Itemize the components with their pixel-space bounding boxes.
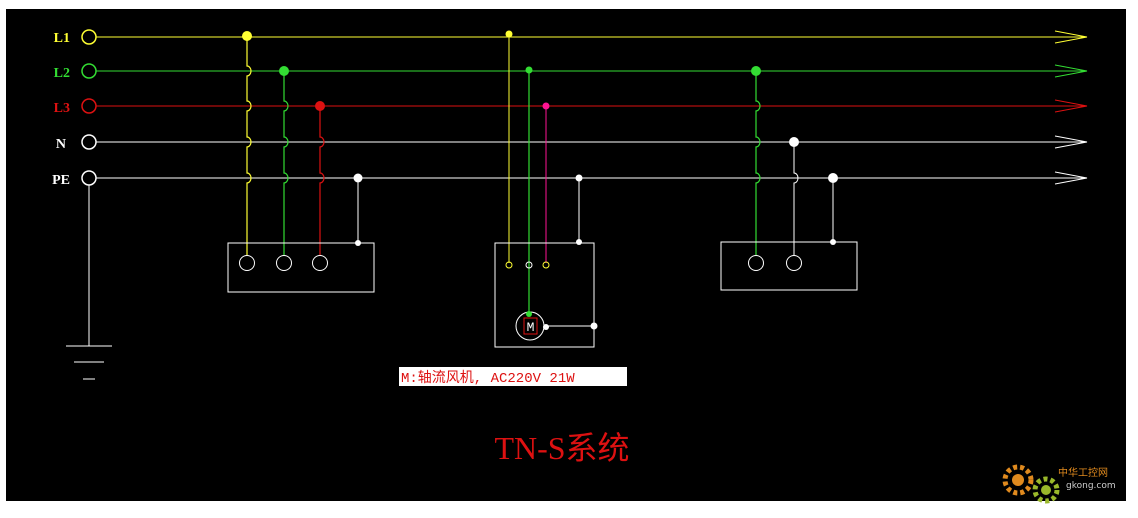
label-n: N	[56, 137, 66, 152]
junction-l2-fan	[525, 66, 533, 74]
drop-l2-load1	[283, 71, 289, 255]
load3-box	[720, 241, 858, 291]
label-pe: PE	[52, 173, 70, 188]
arrow-l1	[1054, 30, 1088, 44]
fan-box	[494, 242, 595, 348]
bus-arrows	[1054, 30, 1088, 185]
diagram-background	[6, 9, 1126, 501]
load-fan: M	[494, 30, 598, 348]
junction-pe-load1	[353, 173, 363, 183]
load1-terminal-l1	[239, 255, 255, 271]
fan-terminal-l3	[542, 261, 550, 269]
fan-terminal-l2	[525, 261, 533, 269]
arrow-l2	[1054, 64, 1088, 78]
junction-l3-fan	[542, 102, 550, 110]
fan-terminal-l1	[505, 261, 513, 269]
junction-pe-fan	[575, 174, 583, 182]
arrow-pe	[1054, 171, 1088, 185]
load1-terminal-l2	[276, 255, 292, 271]
line-labels: L1 L2 L3 N PE	[52, 31, 70, 188]
gear-icon	[1002, 464, 1034, 496]
watermark-line1: 中华工控网	[1058, 466, 1108, 479]
label-l2: L2	[54, 66, 70, 81]
junction-n-load3	[789, 137, 799, 147]
load1-box	[227, 242, 375, 293]
ground-connection	[66, 185, 112, 380]
motor-label-box	[523, 317, 538, 335]
fan-note: M:轴流风机, AC220V 21W	[401, 370, 575, 387]
junction-l1-load1	[242, 31, 252, 41]
drop-l1-load1	[246, 37, 252, 255]
load-single-phase	[720, 66, 858, 291]
diagram-title: TN-S系统	[494, 430, 629, 466]
junction-l1-fan	[505, 30, 513, 38]
junction-l3-load1	[315, 101, 325, 111]
watermark-logo: 中华工控网 gkong.com	[1002, 464, 1116, 504]
drop-n-load3	[793, 142, 799, 255]
load1-terminal-l3	[312, 255, 328, 271]
load-three-phase	[227, 31, 375, 293]
junction-l2-load3	[751, 66, 761, 76]
arrow-l3	[1054, 99, 1088, 113]
motor-label: M	[527, 320, 535, 335]
drop-l3-load1	[319, 106, 325, 255]
motor-earth-tap	[543, 324, 549, 330]
load3-pe-tap	[830, 239, 836, 245]
fan-pe-tap	[576, 239, 582, 245]
drop-l2-load3	[755, 71, 761, 255]
watermark-line2: gkong.com	[1066, 481, 1116, 491]
fan-box-earth-tap	[590, 322, 598, 330]
load3-terminal-l2	[748, 255, 764, 271]
gear-icon-small	[1032, 476, 1060, 504]
label-l3: L3	[54, 101, 70, 116]
bus-lines	[96, 36, 1085, 179]
junction-pe-load3	[828, 173, 838, 183]
load1-pe-tap	[355, 240, 361, 246]
label-l1: L1	[54, 31, 70, 46]
arrow-n	[1054, 135, 1088, 149]
note-background	[399, 367, 627, 386]
load3-terminal-n	[786, 255, 802, 271]
junction-l2-load1	[279, 66, 289, 76]
motor-top-tap	[526, 311, 532, 317]
